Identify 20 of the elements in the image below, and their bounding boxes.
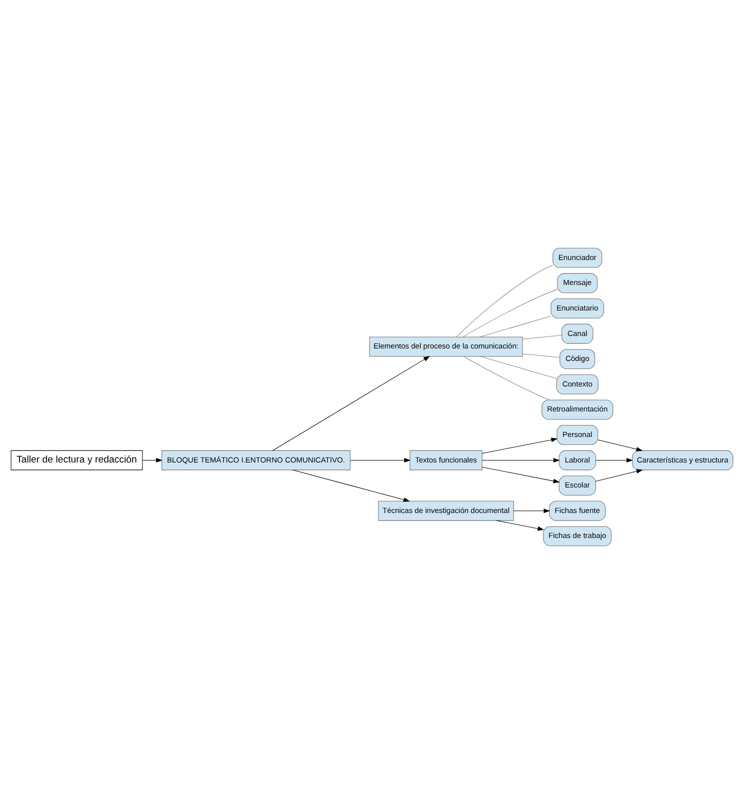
connector [479,315,552,337]
arrow [292,469,410,502]
connector [480,356,557,378]
arrow [272,355,430,450]
connector [522,334,562,339]
connector [522,353,560,358]
connector [463,356,550,400]
arrow [596,468,643,481]
arrow [482,437,558,454]
arrow [350,457,411,462]
arrow [142,457,163,462]
node-box: Taller de lectura y redacción [10,450,143,470]
arrow [513,508,550,513]
connector [456,264,554,337]
arrow [596,457,633,462]
arrow [482,466,560,483]
arrow [598,439,643,451]
arrow [482,457,560,462]
connector [462,288,558,337]
arrow [496,520,544,530]
